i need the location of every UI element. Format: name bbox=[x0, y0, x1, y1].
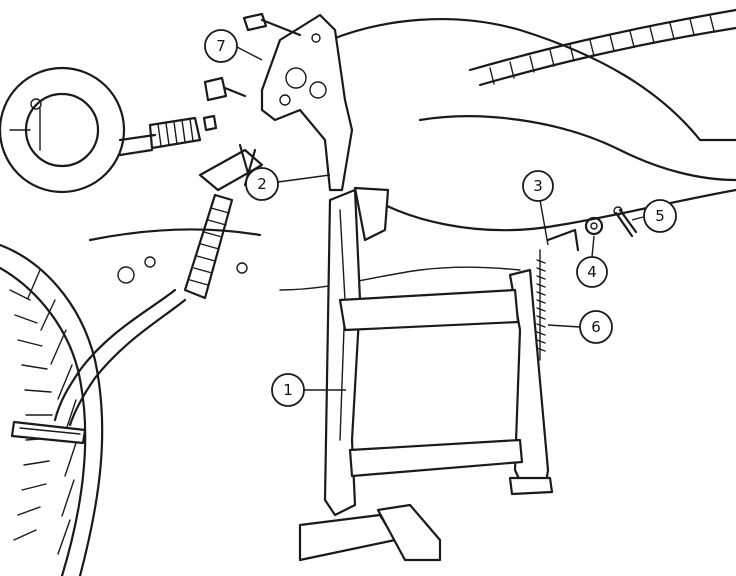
foot-brake-lever bbox=[10, 288, 187, 445]
callout-2-label: 2 bbox=[257, 175, 267, 193]
return-spring bbox=[536, 228, 580, 361]
spring-mechanism bbox=[117, 143, 264, 300]
rear-wheel-tire bbox=[0, 243, 104, 576]
drive-chain bbox=[468, 8, 736, 87]
frame-mounting-bracket bbox=[260, 13, 354, 192]
callout-2: 2 bbox=[245, 167, 279, 201]
cotter-pin bbox=[613, 206, 638, 238]
callout-leaders bbox=[236, 46, 644, 391]
callout-7-label: 7 bbox=[216, 37, 226, 55]
callout-4: 4 bbox=[576, 256, 608, 288]
rear-swing-arm bbox=[88, 18, 736, 291]
callout-1: 1 bbox=[271, 373, 305, 407]
callout-3-label: 3 bbox=[533, 177, 543, 195]
callout-7: 7 bbox=[204, 29, 238, 63]
callout-6-label: 6 bbox=[591, 318, 601, 336]
callout-6: 6 bbox=[579, 310, 613, 344]
callout-5-label: 5 bbox=[655, 207, 665, 225]
center-stand bbox=[298, 186, 554, 562]
callout-4-label: 4 bbox=[587, 263, 597, 281]
mounting-bolts bbox=[202, 12, 302, 132]
callout-5: 5 bbox=[643, 199, 677, 233]
engine-sprocket-cover bbox=[0, 66, 126, 194]
callout-3: 3 bbox=[522, 170, 554, 202]
gear-shift-pedal bbox=[118, 116, 202, 157]
callout-1-label: 1 bbox=[283, 381, 293, 399]
washer-part bbox=[584, 216, 604, 236]
